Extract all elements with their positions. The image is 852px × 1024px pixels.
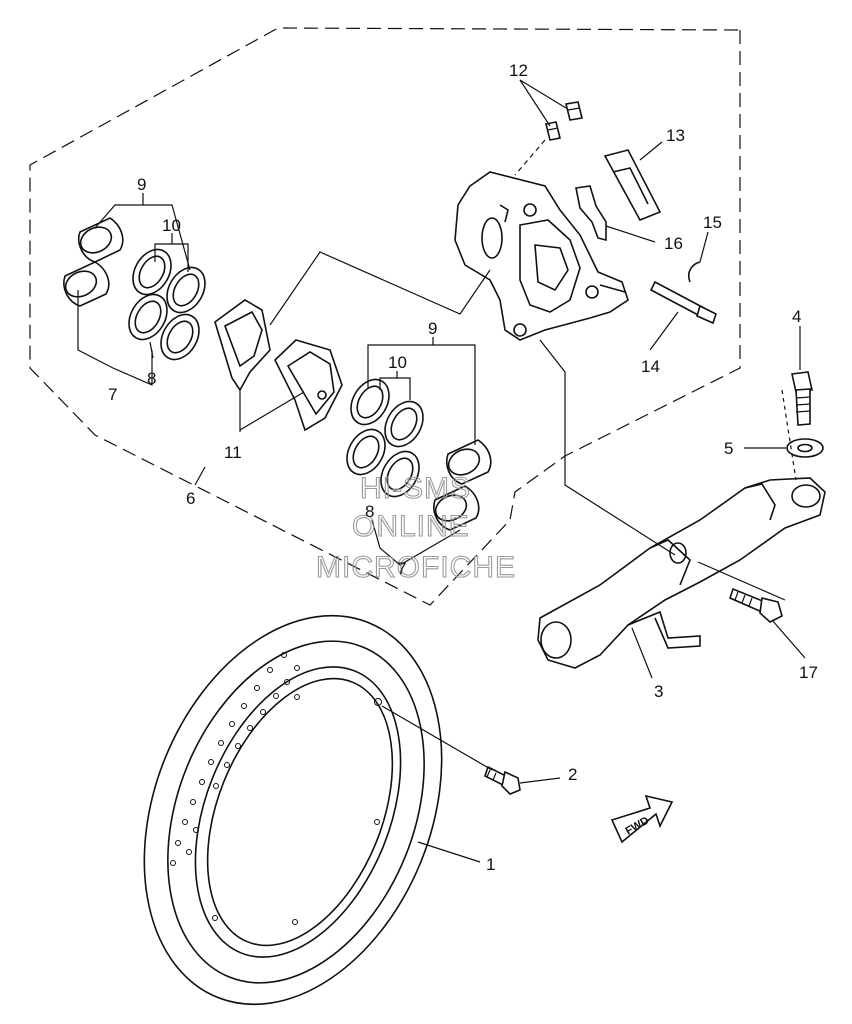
- washer: [786, 438, 824, 458]
- caliper-bracket: [537, 477, 826, 669]
- pin-clip: [687, 261, 701, 283]
- callout-14: 14: [641, 357, 660, 376]
- caliper-assembly-outline: [29, 27, 741, 606]
- watermark-line-3: MICROFICHE: [316, 551, 516, 584]
- watermark-line-1: HI-SMS: [360, 472, 471, 505]
- left-pistons: [63, 217, 124, 307]
- bleed-screws: [545, 101, 583, 141]
- brake-pads: [214, 299, 343, 432]
- disc-vent-holes: [170, 652, 382, 925]
- right-pistons: [433, 439, 492, 531]
- callout-9-left: 9: [137, 175, 146, 194]
- callout-7-left: 7: [108, 385, 117, 404]
- callout-17: 17: [799, 663, 818, 682]
- callout-10-left: 10: [162, 216, 181, 235]
- mount-bolt: [791, 371, 813, 426]
- leader-lines: [77, 79, 806, 863]
- callout-8-left: 8: [147, 369, 156, 388]
- watermark: HI-SMS ONLINE MICROFICHE: [315, 471, 516, 584]
- callout-6: 6: [186, 489, 195, 508]
- callout-3: 3: [654, 682, 663, 701]
- callout-12: 12: [509, 61, 528, 80]
- pad-support: [575, 185, 607, 242]
- left-seals: [128, 248, 206, 361]
- callout-16: 16: [664, 234, 683, 253]
- watermark-line-2: ONLINE: [352, 510, 470, 543]
- pad-pin: [649, 280, 717, 325]
- caliper-body: [454, 171, 629, 341]
- disc-bolt: [484, 765, 521, 795]
- brake-disc: [143, 614, 443, 1006]
- callout-4: 4: [792, 307, 801, 326]
- bracket-bolt: [729, 587, 783, 623]
- forward-direction-arrow: FWD: [610, 794, 674, 844]
- callout-labels: 1 2 3 4 5 6 7 8 9 10 11 12 13 14 15 16 1…: [108, 61, 818, 874]
- callout-7-right: 7: [397, 559, 406, 578]
- right-seals: [346, 378, 424, 498]
- callout-11: 11: [224, 443, 242, 462]
- callout-10-right: 10: [388, 353, 407, 372]
- callout-9-right: 9: [428, 319, 437, 338]
- callout-1: 1: [486, 855, 495, 874]
- callout-5: 5: [724, 439, 733, 458]
- callout-13: 13: [666, 126, 685, 145]
- pad-spring: [603, 149, 662, 222]
- callout-8-right: 8: [365, 502, 374, 521]
- callout-2: 2: [568, 765, 577, 784]
- callout-15: 15: [703, 213, 722, 232]
